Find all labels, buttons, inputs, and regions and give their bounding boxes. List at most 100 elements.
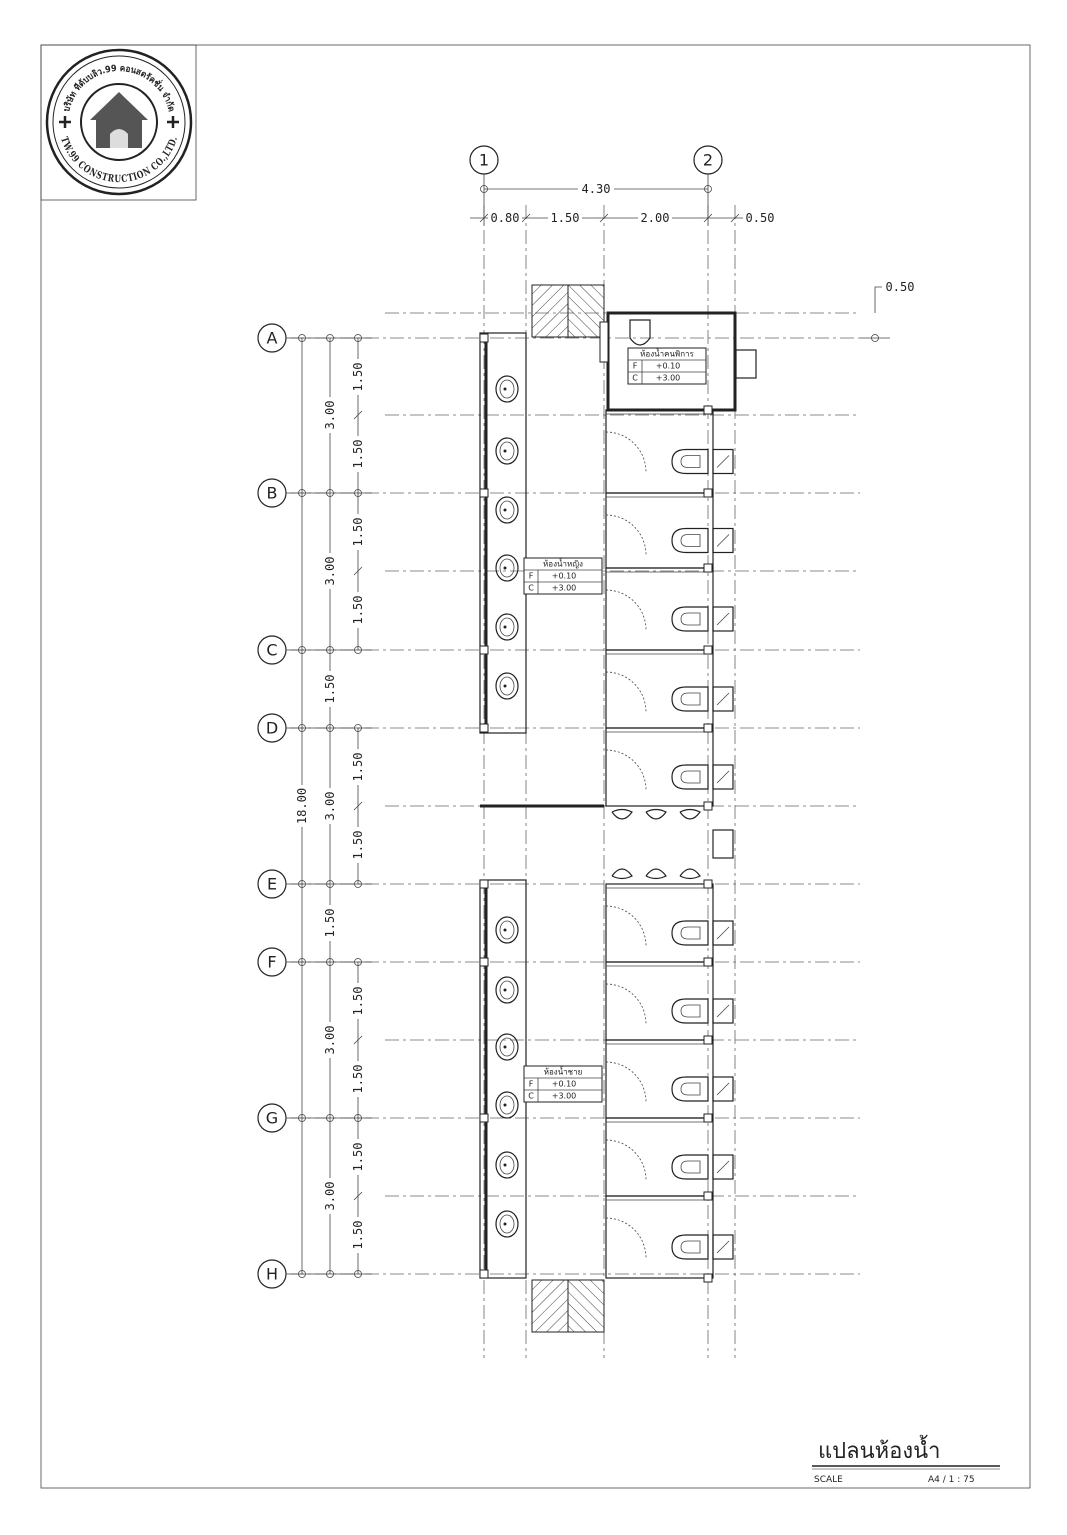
company-logo: บริษัท ทีดับบลิว.99 คอนสตรัคชั่น จำกัด T…	[40, 44, 197, 201]
dimension-left-bay: 3.00	[323, 792, 337, 821]
dimension-left-bay: 1.50	[323, 675, 337, 704]
vanity-counter	[479, 332, 527, 734]
washbasin-icon	[495, 613, 519, 641]
toilet-stall	[605, 567, 734, 651]
grid-row-label: E	[267, 875, 277, 894]
dimension-top-right: 0.50	[886, 280, 915, 294]
toilet-icon	[671, 448, 709, 475]
scale-value: A4 / 1 : 75	[928, 1475, 975, 1485]
toilet-icon	[671, 1154, 709, 1180]
door-icon	[599, 321, 609, 363]
floor-level: +0.10	[552, 572, 577, 581]
ceiling-level: +3.00	[656, 374, 681, 383]
dimension-left-bay: 3.00	[323, 1182, 337, 1211]
door-swing-icon	[605, 983, 647, 1025]
washbasin-icon	[495, 1033, 519, 1061]
grid-row-label: D	[266, 719, 278, 738]
grid-column-label: 1	[479, 151, 489, 170]
toilet-stall	[605, 961, 734, 1041]
toilet-icon	[671, 764, 709, 790]
toilet-icon	[671, 606, 709, 632]
house-icon	[90, 92, 148, 148]
dimension-left-half: 1.50	[351, 1143, 365, 1172]
floor-code: F	[529, 1080, 534, 1089]
dimension-left-half: 1.50	[351, 1221, 365, 1250]
toilet-stall	[605, 1195, 734, 1279]
grid-row-label: C	[266, 641, 277, 660]
hose-sink-icon	[712, 686, 734, 712]
dimension-left-bay: 3.00	[323, 401, 337, 430]
dimension-left-half: 1.50	[351, 987, 365, 1016]
dimension-top-segment: 0.50	[746, 211, 775, 225]
hose-sink-icon	[712, 606, 734, 632]
dimension-left-half: 1.50	[351, 363, 365, 392]
toilet-icon	[671, 686, 709, 712]
ramp-hatch	[531, 1279, 569, 1333]
ramp-hatch	[531, 284, 569, 338]
dimension-top-segment: 0.80	[491, 211, 520, 225]
hose-sink-icon	[712, 527, 734, 554]
grid-column-label: 2	[703, 151, 713, 170]
washbasin-icon	[495, 1151, 519, 1179]
hose-sink-icon	[712, 1076, 734, 1102]
ceiling-code: C	[632, 374, 638, 383]
dimension-top-segment: 2.00	[641, 211, 670, 225]
dimension-left-half: 1.50	[351, 440, 365, 469]
dimension-left-half: 1.50	[351, 518, 365, 547]
dimension-left-bay: 3.00	[323, 1026, 337, 1055]
door-swing-icon	[605, 905, 647, 947]
door-swing-icon	[605, 749, 647, 791]
washbasin-icon	[495, 916, 519, 944]
dimension-left-bay: 1.50	[323, 909, 337, 938]
title-block: แปลนห้องน้ำ SCALE A4 / 1 : 75	[812, 1435, 1000, 1485]
grid-row-label: F	[267, 953, 276, 972]
ceiling-code: C	[528, 1092, 534, 1101]
grid-row-label: G	[266, 1109, 278, 1128]
dimension-left-half: 1.50	[351, 1065, 365, 1094]
door-swing-icon	[605, 671, 647, 713]
door-swing-icon	[605, 1139, 647, 1181]
ceiling-code: C	[528, 584, 534, 593]
urinal-icon	[679, 808, 701, 820]
hose-sink-icon	[712, 1154, 734, 1180]
scale-label: SCALE	[814, 1475, 843, 1485]
washbasin-icon	[495, 1091, 519, 1119]
drawing-title: แปลนห้องน้ำ	[818, 1435, 941, 1464]
washbasin-icon	[495, 672, 519, 700]
sheet-border	[40, 44, 1031, 1489]
toilet-stall	[605, 492, 734, 569]
washbasin-icon	[495, 496, 519, 524]
urinal-icon	[679, 868, 701, 880]
washbasin-icon	[495, 375, 519, 403]
hose-sink-icon	[712, 920, 734, 946]
door-swing-icon	[605, 1217, 647, 1259]
toilet-stall	[605, 727, 734, 807]
toilet-icon	[671, 998, 709, 1024]
toilet-stall	[605, 409, 734, 494]
floor-code: F	[633, 362, 638, 371]
cross-icon	[167, 116, 179, 128]
hose-sink-icon	[712, 1234, 734, 1260]
dimension-left-total: 18.00	[295, 788, 309, 824]
door-swing-icon	[605, 589, 647, 631]
grid-row-label: H	[266, 1265, 278, 1284]
urinal-icon	[629, 319, 651, 346]
grid-row-label: B	[267, 484, 278, 503]
dimension-left-half: 1.50	[351, 596, 365, 625]
ramp-hatch	[567, 1279, 605, 1333]
ceiling-level: +3.00	[552, 584, 577, 593]
room-label: ห้องน้ำหญิงF+0.10C+3.00	[523, 557, 603, 595]
floor-level: +0.10	[552, 1080, 577, 1089]
cleaning-sink-icon	[735, 349, 757, 379]
door-swing-icon	[605, 431, 647, 473]
dimension-top-segment: 1.50	[551, 211, 580, 225]
washbasin-icon	[495, 437, 519, 465]
urinal-icon	[611, 808, 633, 820]
hose-sink-icon	[712, 448, 734, 475]
grid-row-label: A	[267, 329, 278, 348]
floor-code: F	[529, 572, 534, 581]
dimension-top-total: 4.30	[582, 182, 611, 196]
